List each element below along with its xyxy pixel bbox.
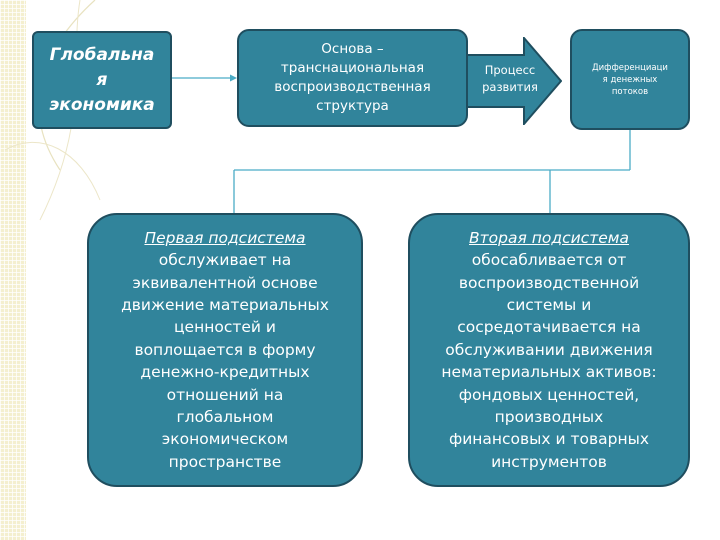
second-subsystem-line: обслуживании движения (445, 340, 653, 359)
second-subsystem-line: нематериальных активов: (441, 363, 657, 382)
second-subsystem-title: Вторая подсистема (469, 228, 629, 247)
second-subsystem-box: Вторая подсистема обосабливается от восп… (408, 213, 690, 487)
process-arrow-shape (466, 37, 562, 125)
global-economy-line: я (96, 69, 108, 90)
differentiation-box: Дифференциаци я денежных потоков (570, 29, 690, 130)
basis-line: Основа – (321, 41, 384, 57)
first-subsystem-line: ценностей и (173, 318, 276, 337)
process-line: развития (482, 80, 538, 94)
second-subsystem-line: системы и (506, 295, 592, 314)
process-arrow-label: Процесс развития (470, 62, 550, 96)
second-subsystem-line: сосредотачивается на (457, 318, 641, 337)
basis-box: Основа – транснациональная воспроизводст… (237, 29, 468, 127)
first-subsystem-line: эквивалентной основе (132, 273, 318, 292)
connector-arrowhead (230, 74, 237, 82)
first-subsystem-line: движение материальных (121, 295, 329, 314)
first-subsystem-line: обслуживает на (158, 251, 292, 270)
first-subsystem-line: отношений на (166, 385, 284, 404)
second-subsystem-line: финансовых и товарных (448, 430, 650, 449)
global-economy-box: Глобальна я экономика (32, 31, 172, 129)
differentiation-line: потоков (611, 86, 649, 97)
first-subsystem-box: Первая подсистема обслуживает на эквивал… (87, 213, 363, 487)
basis-line: структура (316, 98, 389, 114)
basis-line: воспроизводственная (274, 79, 431, 95)
global-economy-line: Глобальна (49, 44, 155, 65)
first-subsystem-line: пространстве (168, 452, 282, 471)
first-subsystem-line: глобальном (176, 408, 274, 427)
decorative-stripe (0, 0, 26, 540)
first-subsystem-line: экономическом (161, 430, 289, 449)
global-economy-line: экономика (49, 94, 155, 115)
first-subsystem-title: Первая подсистема (144, 228, 306, 247)
process-line: Процесс (484, 63, 536, 77)
second-subsystem-line: фондовых ценностей, (458, 385, 640, 404)
second-subsystem-line: обосабливается от (471, 251, 627, 270)
basis-line: транснациональная (280, 60, 425, 76)
second-subsystem-line: инструментов (491, 452, 607, 471)
second-subsystem-line: производных (494, 408, 604, 427)
first-subsystem-line: воплощается в форму (134, 340, 316, 359)
differentiation-line: Дифференциаци (592, 62, 668, 73)
differentiation-line: я денежных (602, 74, 658, 85)
second-subsystem-line: воспроизводственной (458, 273, 640, 292)
first-subsystem-line: денежно-кредитных (140, 363, 310, 382)
